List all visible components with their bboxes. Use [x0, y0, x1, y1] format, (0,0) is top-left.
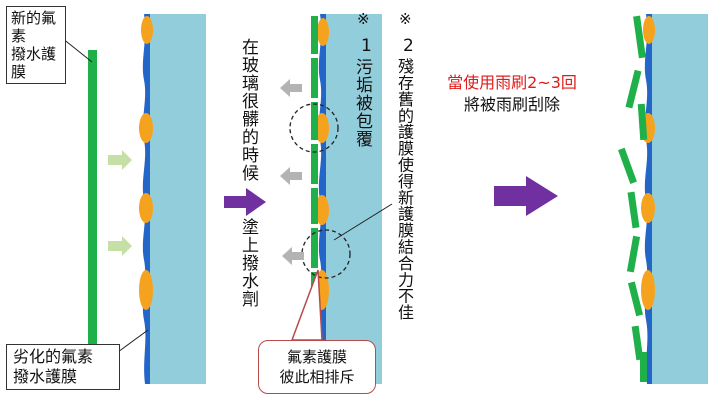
- note1-mark: ※: [357, 10, 370, 28]
- note1-text: 污垢被包覆: [352, 58, 372, 148]
- callout-line2: 彼此相排斥: [279, 368, 355, 386]
- new-film-strip: [88, 50, 97, 384]
- apply-repellent-text: 塗上撥水劑: [238, 218, 258, 308]
- callout-pointer: [290, 269, 323, 341]
- glass-dirty-text: 在玻璃很髒的時候: [238, 38, 258, 182]
- new-film-label-line2: 撥水護膜: [11, 45, 57, 81]
- degraded-film-label-line2: 撥水護膜: [13, 367, 78, 386]
- gray-arrow-2: [280, 167, 302, 185]
- note2-leader: [333, 203, 393, 241]
- degraded-film-label-line1: 劣化的氟素: [13, 347, 94, 366]
- dashed-circle-1: [289, 103, 339, 153]
- note1-number: 1: [361, 36, 372, 56]
- new-film-label-line1: 新的氟素: [11, 9, 57, 45]
- note2-mark: ※: [399, 10, 412, 28]
- light-green-arrow-2: [108, 236, 132, 256]
- light-green-arrow-1: [108, 150, 132, 170]
- glass-panel-3: [652, 14, 708, 384]
- degraded-film-leader: [117, 329, 149, 353]
- note2-number: 2: [403, 36, 414, 56]
- wiper-text-line1: 當使用雨刷2~3回: [447, 73, 577, 92]
- new-film-leader: [61, 37, 93, 63]
- new-film-label: 新的氟素 撥水護膜: [6, 6, 66, 84]
- repel-callout: 氟素護膜 彼此相排斥: [258, 340, 376, 394]
- dashed-circle-2: [301, 229, 351, 279]
- purple-arrow-2: [494, 176, 558, 216]
- purple-arrow-1: [224, 188, 266, 216]
- glass-panel-1: [150, 14, 206, 384]
- dirt-panel-1: [139, 16, 153, 310]
- degraded-film-label: 劣化的氟素 撥水護膜: [6, 344, 120, 390]
- glass-panel-2: [326, 14, 382, 384]
- note2-text: 殘存舊的護膜使得新護膜結合力不佳: [395, 58, 414, 321]
- scraped-film-segments: [618, 15, 648, 382]
- wiper-text: 當使用雨刷2~3回 將被雨刷刮除: [430, 72, 594, 116]
- callout-line1: 氟素護膜: [286, 348, 347, 366]
- gray-arrow-3: [282, 247, 304, 265]
- wiper-text-line2: 將被雨刷刮除: [463, 95, 560, 114]
- gray-arrow-1: [280, 79, 302, 97]
